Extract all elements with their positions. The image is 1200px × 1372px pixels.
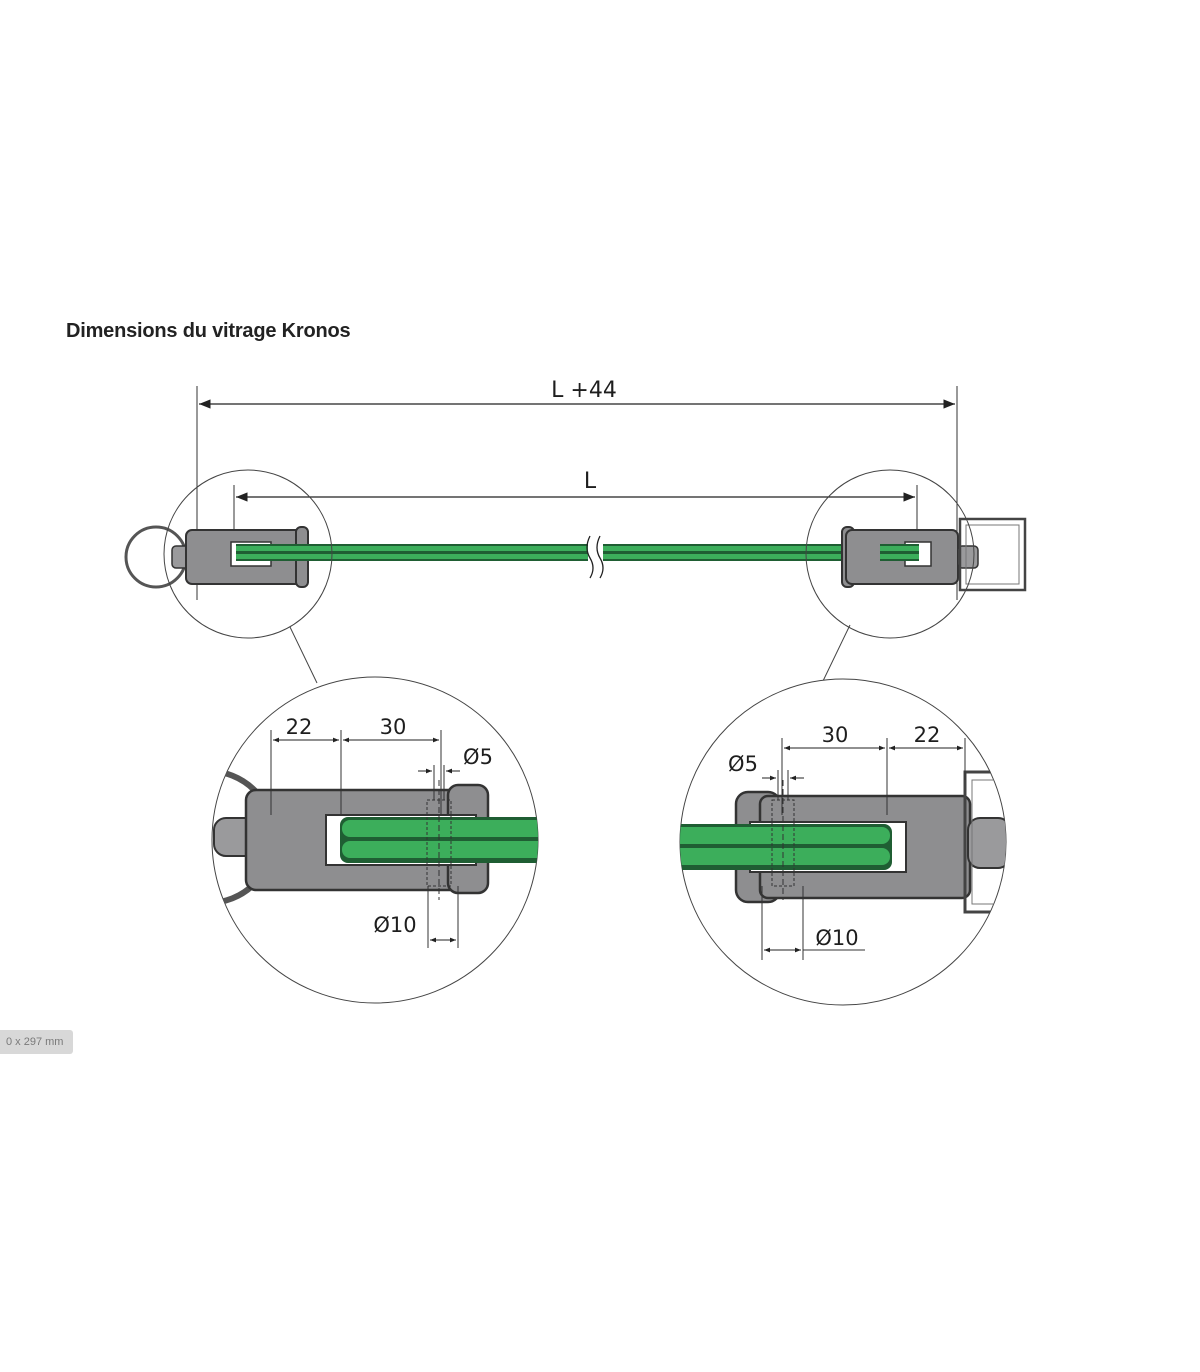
overview-assembly: L +44 L <box>124 378 1027 684</box>
left-dim-30: 30 <box>380 715 407 739</box>
page-title: Dimensions du vitrage Kronos <box>66 320 351 342</box>
break-mark-left <box>586 535 594 579</box>
detail-right: 30 22 Ø5 Ø10 <box>679 678 1007 1006</box>
detail-left: 22 30 Ø5 Ø10 <box>211 676 539 1004</box>
zoom-circle-right <box>805 469 975 639</box>
zoom-circle-left <box>163 469 333 639</box>
right-dim-d10: Ø10 <box>815 926 858 950</box>
right-dim-30: 30 <box>822 723 849 747</box>
right-dim-d5: Ø5 <box>728 752 758 776</box>
label-total-length: L +44 <box>551 378 617 403</box>
glass-panel-left <box>236 544 588 561</box>
square-post <box>958 517 1027 592</box>
left-dim-22: 22 <box>286 715 313 739</box>
left-dim-d10: Ø10 <box>373 913 416 937</box>
leader-line-left <box>289 626 318 684</box>
page-size-badge: 0 x 297 mm <box>0 1030 74 1054</box>
right-clamp-bolt <box>957 545 979 569</box>
label-glass-length: L <box>584 469 597 494</box>
glass-panel-right <box>603 544 919 561</box>
break-mark-right <box>596 535 604 579</box>
right-dim-22: 22 <box>914 723 941 747</box>
left-dim-d5: Ø5 <box>463 745 493 769</box>
leader-line-right <box>822 624 851 682</box>
